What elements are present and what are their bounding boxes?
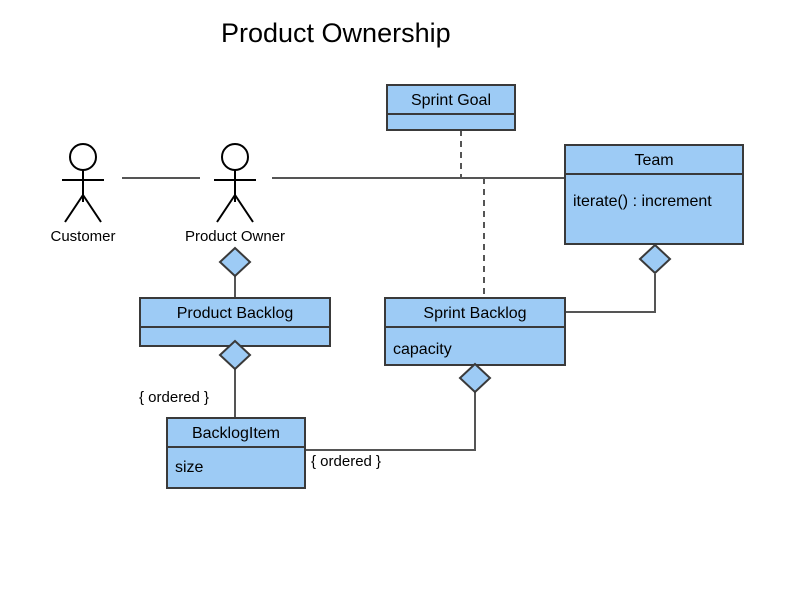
class-box-backlog-item[interactable]: BacklogItem size [166, 417, 306, 489]
class-body-team [564, 173, 744, 245]
connector-lines [122, 130, 656, 451]
actor-leg-left-icon [64, 194, 84, 223]
class-attribute-sprint-backlog-capacity: capacity [393, 341, 452, 358]
constraint-ordered-product-backlog: { ordered } [139, 389, 209, 406]
class-box-sprint-goal[interactable]: Sprint Goal [386, 84, 516, 131]
constraint-ordered-sprint-backlog: { ordered } [311, 453, 381, 470]
class-header-sprint-goal [386, 84, 516, 115]
class-name-team: Team [634, 152, 673, 169]
actor-customer[interactable]: Customer [50, 143, 116, 245]
page-title: Product Ownership [221, 18, 451, 48]
class-attribute-backlog-item-size: size [175, 459, 204, 476]
class-name-sprint-goal: Sprint Goal [411, 92, 491, 109]
class-header-team [564, 144, 744, 175]
aggregation-diamond-team [638, 243, 672, 275]
class-attribute-team-iterate: iterate() : increment [573, 193, 712, 210]
aggregation-path-sprint-backlog-backlog-item [305, 392, 476, 451]
class-box-team[interactable]: Team iterate() : increment [564, 144, 744, 245]
actor-label-customer: Customer [50, 228, 115, 245]
class-body-sprint-goal [386, 113, 516, 131]
class-name-sprint-backlog: Sprint Backlog [423, 305, 526, 322]
aggregation-path-team-sprint-backlog [565, 274, 656, 313]
actor-leg-left-icon [216, 194, 236, 223]
class-header-backlog-item [166, 417, 306, 448]
aggregation-diamond-product-backlog-top [218, 246, 252, 278]
class-box-product-backlog[interactable]: Product Backlog [139, 297, 331, 347]
class-name-product-backlog: Product Backlog [177, 305, 294, 322]
class-body-backlog-item [166, 446, 306, 489]
actor-head-icon [221, 143, 249, 171]
aggregation-diamonds [218, 243, 672, 394]
class-header-product-backlog [139, 297, 331, 328]
class-box-sprint-backlog[interactable]: Sprint Backlog capacity [384, 297, 566, 366]
actor-leg-right-icon [234, 194, 254, 223]
actor-leg-right-icon [82, 194, 102, 223]
actor-head-icon [69, 143, 97, 171]
actor-product-owner[interactable]: Product Owner [185, 143, 285, 245]
class-header-sprint-backlog [384, 297, 566, 328]
class-name-backlog-item: BacklogItem [192, 425, 280, 442]
class-body-sprint-backlog [384, 326, 566, 366]
aggregation-diamond-product-backlog-bottom [218, 339, 252, 371]
actor-label-product-owner: Product Owner [185, 228, 285, 245]
aggregation-diamond-sprint-backlog [458, 362, 492, 394]
